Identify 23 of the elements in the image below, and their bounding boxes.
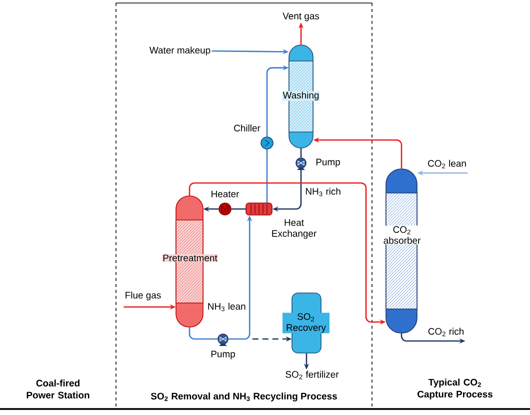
column-vessel: CO$_{2}$ absorber <box>380 226 424 244</box>
stream-label: CO$_{2}$ rich <box>428 328 464 336</box>
edge-label: NH$_{3}$ lean <box>206 302 247 312</box>
column-vessel: Washing <box>282 91 320 101</box>
stream-label: Water makeup <box>149 46 210 56</box>
equipment-label: Pump <box>316 158 340 168</box>
stream-label: Flue gas <box>126 292 161 300</box>
stream-label: Vent gas <box>282 12 320 22</box>
recovery-vessel: SO$_{2}$ Recovery <box>282 292 330 354</box>
pipe-line <box>231 208 246 210</box>
section-title: SO$_{2}$ Removal and NH$_{3}$ Recycling Process <box>150 392 337 402</box>
equipment-label: Chiller <box>234 124 260 132</box>
pipe-line <box>300 148 302 158</box>
section-title: Coal-fired Power Station <box>26 380 90 398</box>
edge-label: NH$_{3}$ rich <box>304 186 342 198</box>
section-title: Typical CO$_{2}$ Capture Process <box>418 378 492 400</box>
stream-label: SO$_{2}$ fertilizer <box>286 370 339 380</box>
column-vessel: Pretreatment <box>162 254 218 262</box>
equipment-label: Heat Exchanger <box>272 219 316 239</box>
equipment-label: Pump <box>211 350 235 360</box>
equipment-label: Heater <box>212 190 240 198</box>
pipe-line <box>266 149 268 203</box>
stream-label: CO$_{2}$ lean <box>428 160 466 168</box>
